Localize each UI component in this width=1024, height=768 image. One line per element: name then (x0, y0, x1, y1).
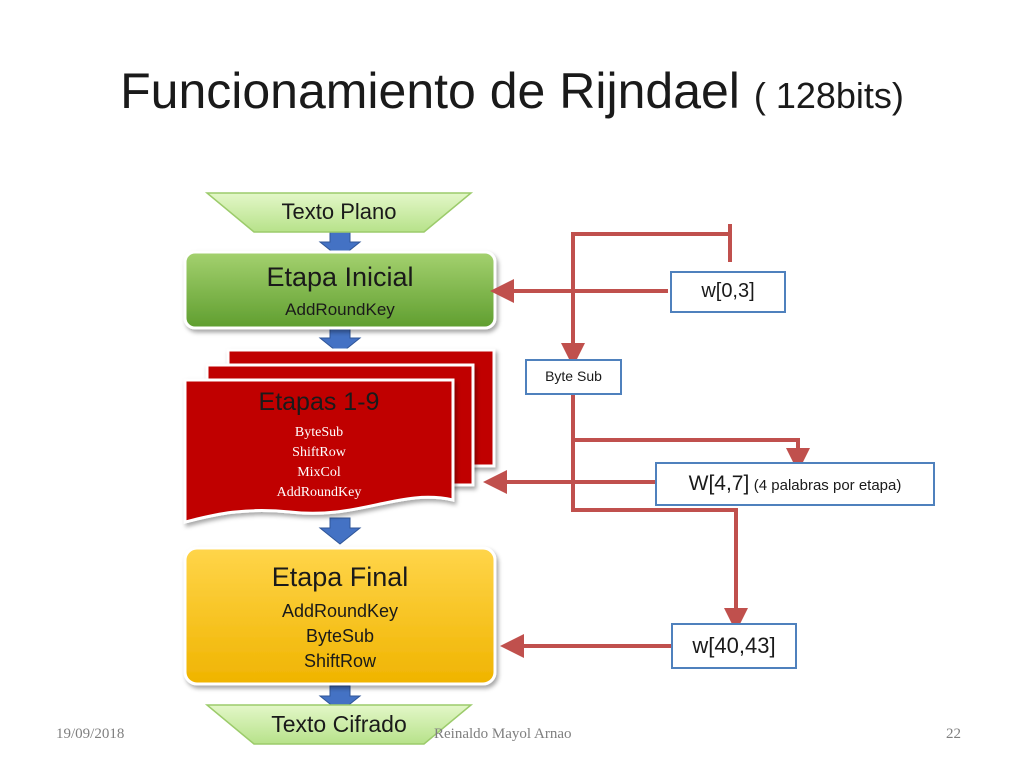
initial-stage-step: AddRoundKey (285, 300, 395, 319)
final-step-bytesub: ByteSub (305, 626, 375, 646)
key-label-w40-43: w[40,43] (692, 633, 776, 658)
final-stage-title: Etapa Final (271, 562, 409, 592)
footer-page-number: 22 (946, 726, 961, 742)
down-arrow-4 (318, 685, 362, 713)
down-arrow-2 (318, 327, 362, 355)
final-step-addroundkey: AddRoundKey (281, 601, 399, 621)
rounds-title: Etapas 1-9 (258, 388, 380, 416)
input-label: Texto Plano (281, 199, 397, 224)
rounds-stack (183, 348, 496, 524)
title-main: Funcionamiento de Rijndael (120, 63, 740, 119)
key-box-w0-3 (670, 271, 786, 313)
final-stage-box (183, 546, 497, 686)
final-stage-steps: AddRoundKey ByteSub ShiftRow (185, 599, 495, 674)
rounds-step-shiftrow: ShiftRow (292, 445, 346, 460)
rounds-step-bytesub: ByteSub (294, 425, 344, 440)
key-label-w4-7-note: (4 palabras por etapa) (753, 477, 902, 494)
title-suffix: ( 128bits) (753, 75, 904, 116)
final-step-shiftrow: ShiftRow (303, 651, 377, 671)
rounds-front-doc (183, 378, 455, 524)
byte-sub-box (525, 359, 622, 395)
footer-date: 19/09/2018 (56, 726, 125, 742)
footer-author: Reinaldo Mayol Arnao (434, 726, 572, 742)
key-box-w40-43 (671, 623, 797, 669)
line-bytesub-down (571, 395, 748, 632)
key-label-w4-7-group: W[4,7] (4 palabras por etapa) (656, 472, 934, 496)
initial-stage-title: Etapa Inicial (266, 262, 414, 292)
line-bytesub-to-k1 (573, 438, 810, 472)
key-label-w0-3: w[0,3] (701, 280, 755, 302)
down-arrow-1 (318, 231, 362, 259)
rounds-steps: ByteSub ShiftRow MixCol AddRoundKey (185, 423, 453, 503)
down-arrow-3 (318, 517, 362, 545)
rounds-step-mixcol: MixCol (297, 465, 341, 480)
slide-title: Funcionamiento de Rijndael ( 128bits) (0, 62, 1024, 120)
input-pentagon (204, 192, 474, 233)
key-label-w4-7: W[4,7] (688, 472, 750, 495)
byte-sub-label: Byte Sub (545, 368, 602, 384)
key-schedule-lines (483, 224, 810, 658)
flow-arrows (318, 231, 362, 713)
output-pentagon (204, 704, 474, 745)
rounds-step-addroundkey: AddRoundKey (276, 485, 362, 500)
output-label: Texto Cifrado (271, 711, 407, 737)
key-box-w4-7 (655, 462, 935, 506)
line-top-loop (573, 224, 732, 355)
